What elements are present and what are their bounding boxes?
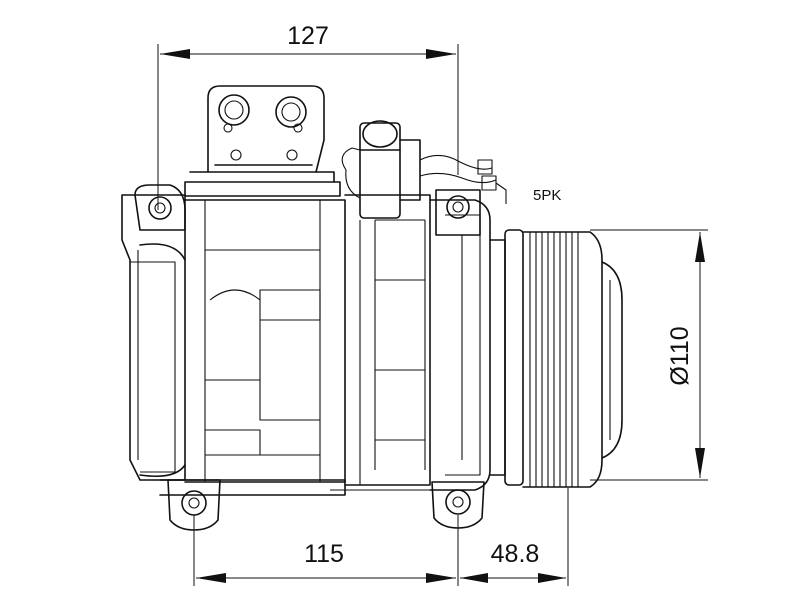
dimension-label-diameter-110: Ø110 (666, 326, 694, 385)
belt-profile-label: 5PK (533, 187, 561, 204)
clutch-pulley (489, 229, 623, 488)
mounting-ear-top-left (134, 184, 186, 231)
dimension-bottom-115: 115 (193, 515, 459, 586)
port-manifold (207, 85, 325, 173)
dimension-bottom-48-8: 48.8 (460, 488, 569, 586)
dimension-label-48-8: 48.8 (491, 540, 540, 568)
dimension-label-127: 127 (287, 22, 329, 50)
electrical-connector (341, 120, 507, 219)
dimension-top-127: 127 (157, 22, 459, 210)
dimension-pulley-diameter: Ø110 (590, 229, 708, 481)
dimension-label-115: 115 (304, 540, 344, 568)
compressor-body (121, 171, 491, 496)
mounting-ear-top-right (435, 189, 481, 236)
